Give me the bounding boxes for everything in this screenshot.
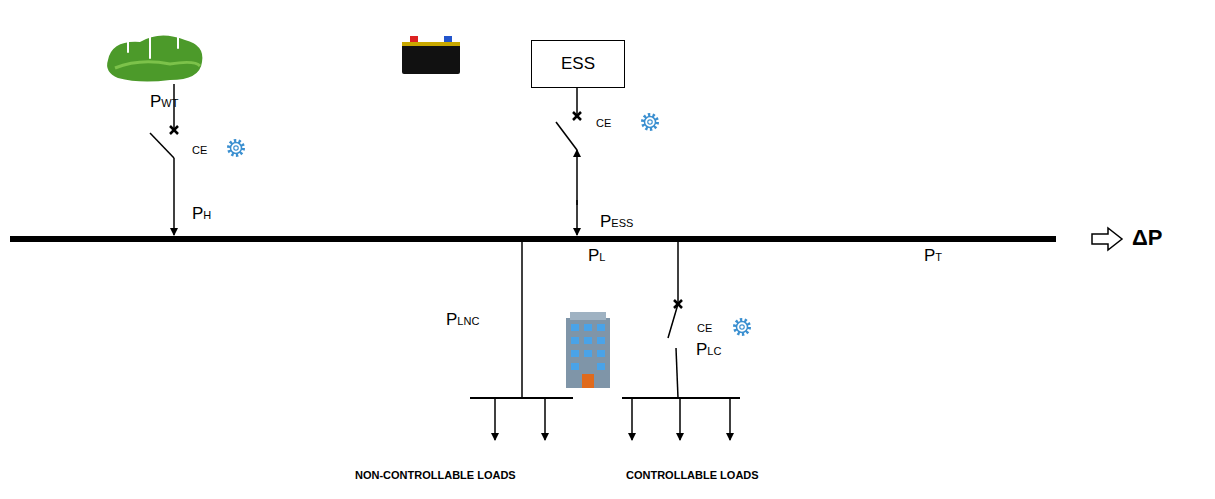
power-label: PLC — [696, 340, 721, 361]
power-label: PWT — [150, 92, 178, 113]
main-bus — [10, 236, 1056, 242]
control-gear — [643, 115, 657, 129]
wind-switch — [150, 84, 178, 235]
battery-icon — [402, 36, 460, 74]
switch-label: CE — [697, 321, 712, 335]
group-caption: CONTROLLABLE LOADS — [626, 468, 759, 482]
switch-label: CE — [596, 116, 611, 130]
output-arrow — [1092, 228, 1122, 250]
power-label: PT — [924, 246, 942, 267]
power-label: PLNC — [446, 310, 479, 331]
power-label: PH — [192, 204, 211, 225]
power-label: PESS — [600, 212, 633, 233]
control-gear — [735, 320, 749, 334]
ess-switch — [556, 88, 581, 235]
non-controllable-feeder — [470, 242, 573, 440]
switch-label: CE — [192, 143, 207, 157]
group-caption: NON-CONTROLLABLE LOADS — [355, 468, 516, 482]
controllable-feeder — [622, 242, 740, 440]
wind-farm-icon — [107, 2, 202, 82]
building-icon — [566, 312, 610, 388]
node-text: ESS — [561, 54, 595, 74]
control-gear — [229, 141, 243, 155]
power-imbalance-label: ΔP — [1132, 225, 1163, 251]
power-label: PL — [588, 246, 605, 267]
ess-box: ESS — [531, 40, 625, 88]
